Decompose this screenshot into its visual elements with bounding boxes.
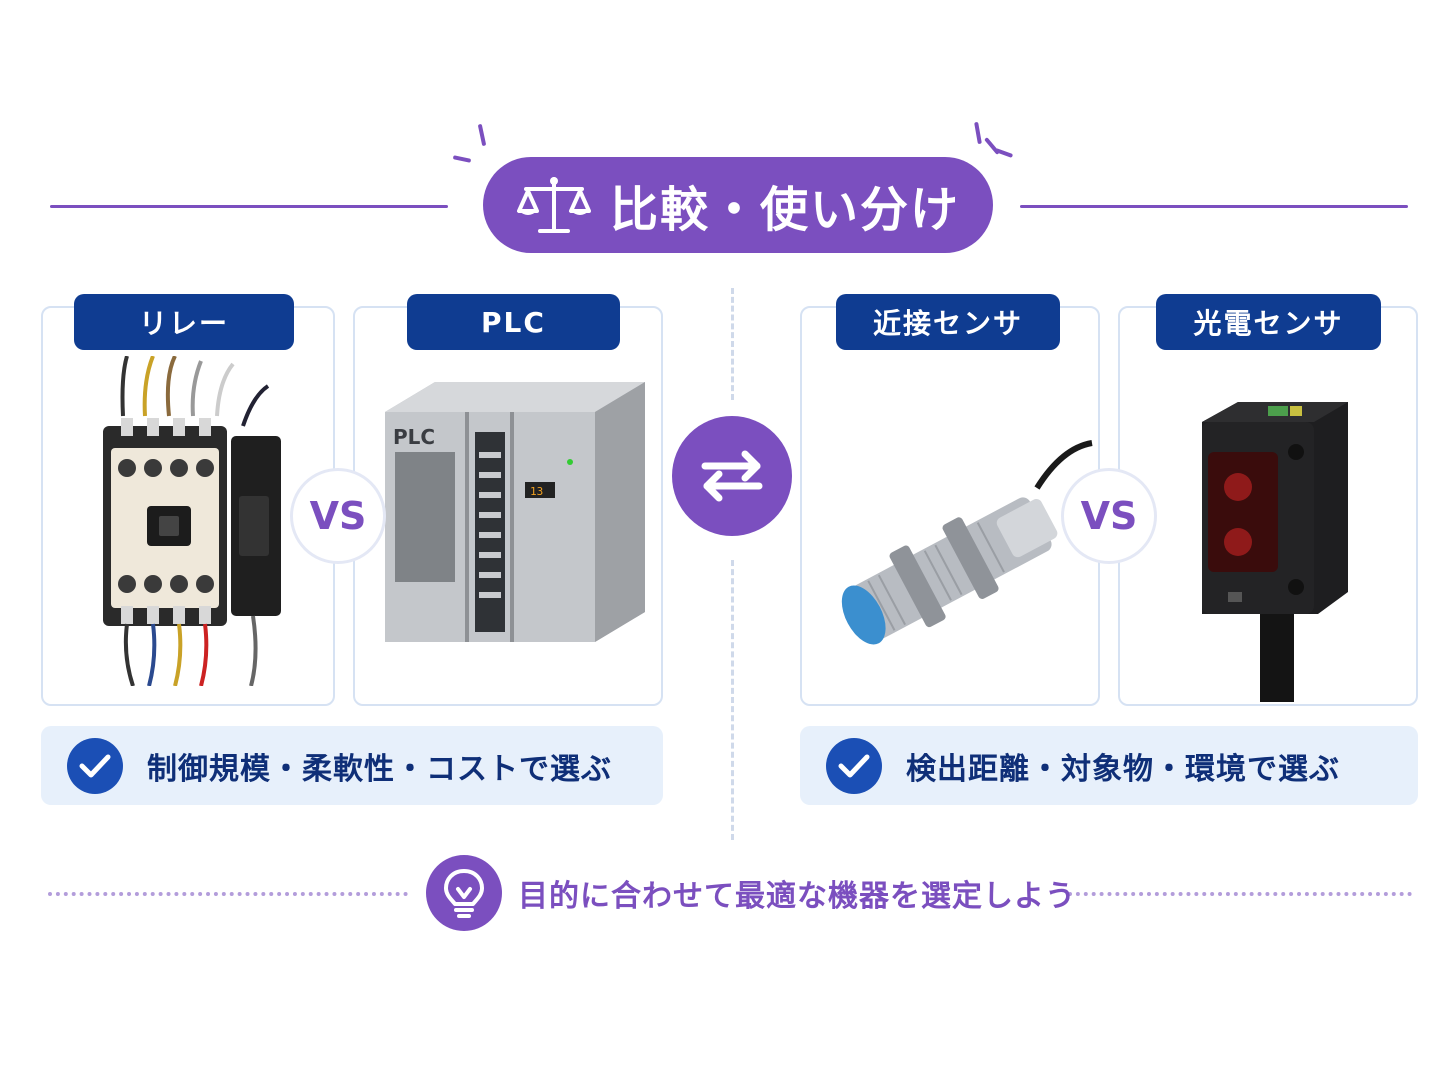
svg-text:13: 13	[530, 485, 543, 498]
vs-badge-left: VS	[290, 468, 386, 564]
center-divider	[731, 560, 734, 840]
footer-tip: 目的に合わせて最適な機器を選定しよう	[518, 879, 1076, 914]
check-icon	[826, 737, 882, 794]
proximity-sensor-card	[800, 306, 1100, 706]
relay-image	[103, 356, 281, 686]
title-line-left	[50, 205, 448, 208]
vs-badge-right: VS	[1061, 468, 1157, 564]
plc-marking: PLC	[393, 425, 435, 449]
swap-arrows-icon	[672, 416, 792, 536]
proximity-sensor-image	[841, 440, 1093, 645]
relay-card	[41, 306, 335, 706]
accent-stroke	[452, 155, 472, 163]
criterion-left-text: 制御規模・柔軟性・コストで選ぶ	[147, 751, 612, 787]
accent-stroke	[477, 123, 487, 147]
tag-plc: PLC	[407, 294, 620, 350]
page-title: 比較・使い分け	[609, 182, 960, 238]
center-divider	[731, 288, 734, 400]
tag-photoelectric-sensor: 光電センサ	[1156, 294, 1381, 350]
tag-proximity-sensor: 近接センサ	[836, 294, 1060, 350]
accent-stroke	[994, 148, 1014, 158]
title-banner: 比較・使い分け	[483, 157, 993, 253]
dotted-line-right	[1068, 892, 1412, 896]
dotted-line-left	[48, 892, 408, 896]
plc-image: 13 PLC	[385, 382, 645, 642]
title-line-right	[1020, 205, 1408, 208]
balance-scale-icon	[516, 177, 591, 233]
plc-card: 13 PLC	[353, 306, 663, 706]
tag-relay: リレー	[74, 294, 294, 350]
photoelectric-sensor-card	[1118, 306, 1418, 706]
criterion-right-text: 検出距離・対象物・環境で選ぶ	[906, 751, 1340, 787]
criterion-right: 検出距離・対象物・環境で選ぶ	[800, 726, 1418, 805]
criterion-left: 制御規模・柔軟性・コストで選ぶ	[41, 726, 663, 805]
check-icon	[67, 737, 123, 794]
accent-stroke	[974, 121, 982, 145]
photoelectric-sensor-image	[1202, 402, 1348, 702]
lightbulb-icon	[426, 855, 502, 931]
